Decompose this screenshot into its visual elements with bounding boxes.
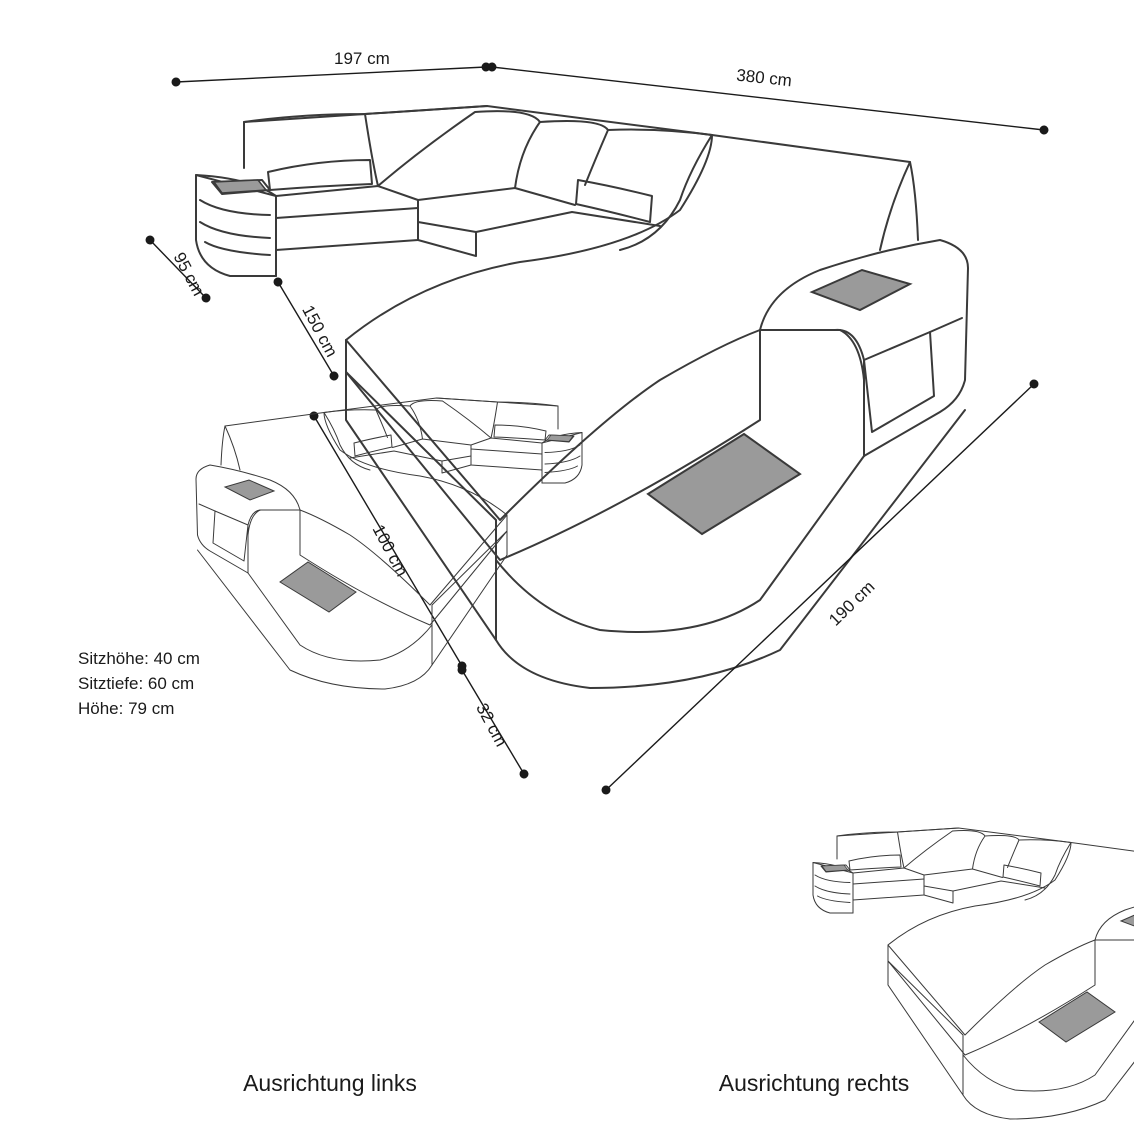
dim-label-100: 100 cm xyxy=(369,521,412,579)
caption-orientation-left: Ausrichtung links xyxy=(243,1070,417,1096)
seat-specs: Sitzhöhe: 40 cm Sitztiefe: 60 cm Höhe: 7… xyxy=(78,646,200,721)
caption-orientation-right: Ausrichtung rechts xyxy=(718,1070,910,1096)
spec-seat-height: Sitzhöhe: 40 cm xyxy=(78,649,200,668)
dim-line-197 xyxy=(171,62,491,87)
dim-line-190 xyxy=(601,379,1039,795)
dim-line-95 xyxy=(145,235,211,303)
spec-total-height: Höhe: 79 cm xyxy=(78,699,175,718)
dim-line-100 xyxy=(309,411,467,671)
dim-label-380: 380 cm xyxy=(735,66,792,91)
dim-label-190: 190 cm xyxy=(825,577,878,629)
dim-line-32 xyxy=(457,665,529,779)
spec-seat-depth: Sitztiefe: 60 cm xyxy=(78,674,195,693)
dim-line-150 xyxy=(273,277,339,381)
dim-line-380 xyxy=(487,62,1049,135)
dim-label-32: 32 cm xyxy=(472,700,511,750)
dimension-lines: 197 cm 380 cm 95 cm 150 cm 100 cm 32 cm … xyxy=(145,49,1049,795)
dim-label-197: 197 cm xyxy=(334,49,390,68)
